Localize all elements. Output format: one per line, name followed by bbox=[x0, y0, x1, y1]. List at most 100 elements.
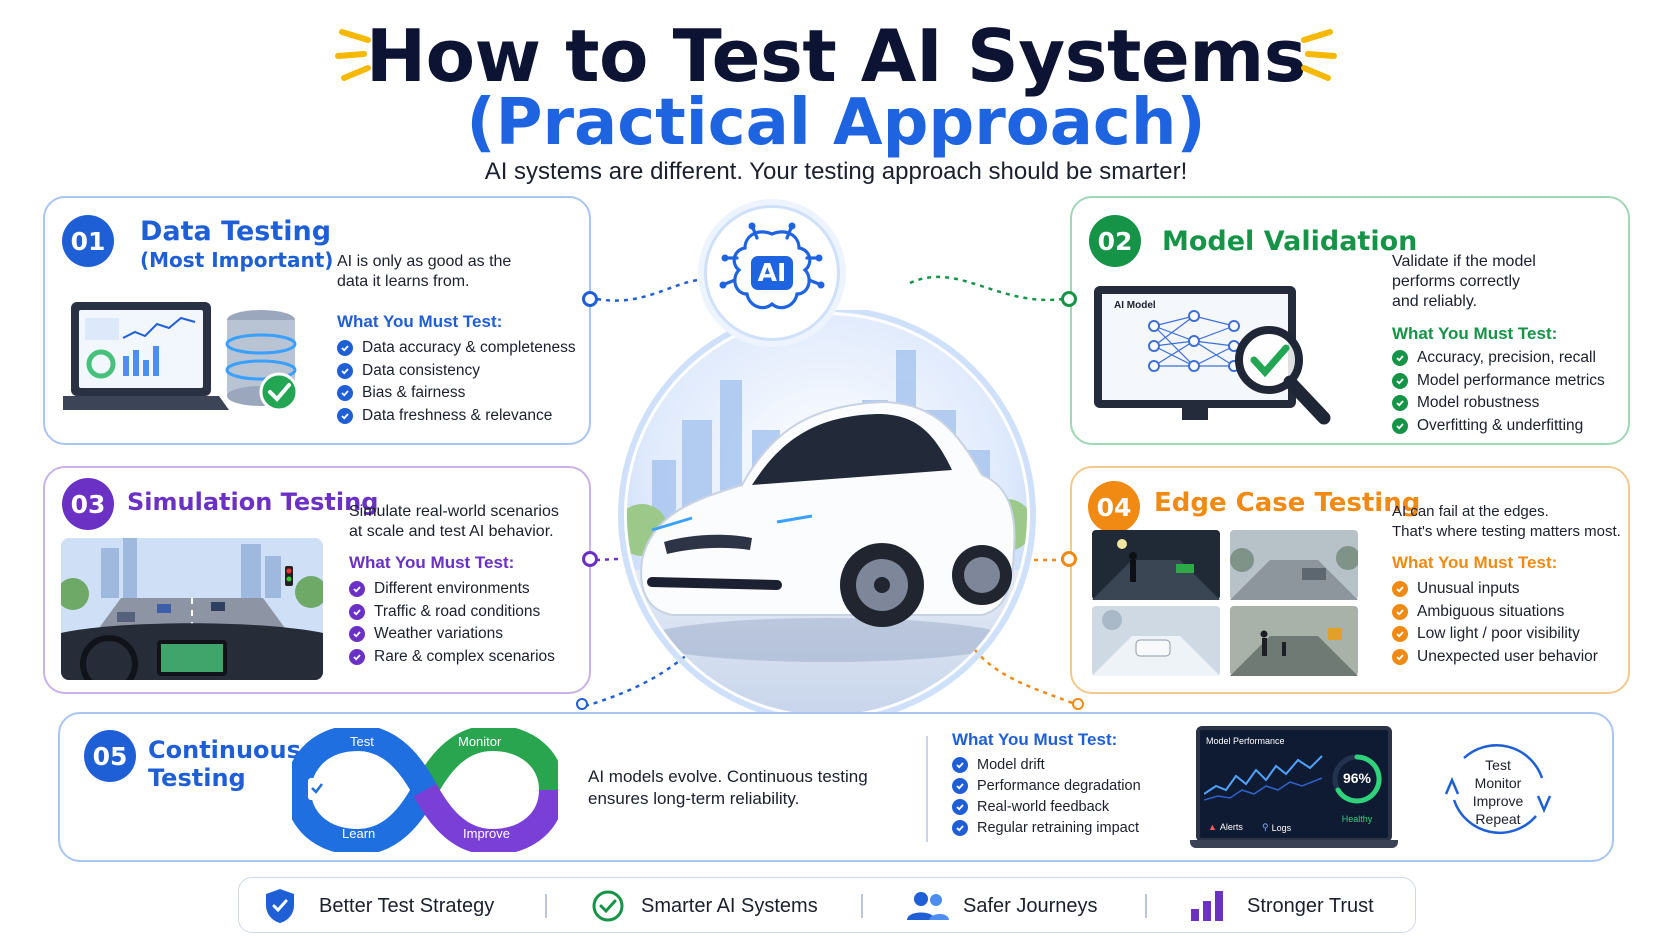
health-score: 96% bbox=[1342, 770, 1372, 786]
must-test-list: Accuracy, precision, recall Model perfor… bbox=[1392, 347, 1605, 437]
check-icon bbox=[1392, 581, 1408, 598]
shield-icon bbox=[266, 889, 294, 923]
list-item: Low light / poor visibility bbox=[1392, 623, 1598, 646]
page-title: How to Test AI Systems bbox=[365, 14, 1307, 98]
check-icon bbox=[952, 756, 968, 773]
list-item: Unexpected user behavior bbox=[1392, 646, 1598, 669]
card-title: Edge Case Testing bbox=[1154, 488, 1421, 518]
list-item: Unusual inputs bbox=[1392, 578, 1598, 601]
center-scene bbox=[612, 306, 1042, 724]
logs-icon: ⚲ bbox=[1262, 822, 1269, 832]
ai-badge-label: AI bbox=[757, 258, 787, 287]
must-test-heading: What You Must Test: bbox=[1392, 553, 1558, 572]
loop-label-test: Test bbox=[350, 734, 374, 749]
check-icon bbox=[1392, 372, 1408, 389]
check-icon bbox=[1392, 603, 1408, 620]
list-item: Data accuracy & completeness bbox=[337, 337, 576, 360]
card-model-validation: 02 Model Validation Validate if the mode… bbox=[1070, 196, 1630, 445]
list-item: Model robustness bbox=[1392, 392, 1605, 415]
check-icon bbox=[337, 362, 353, 379]
step-number: 03 bbox=[62, 478, 114, 530]
list-item: Different environments bbox=[349, 578, 555, 601]
step-number: 02 bbox=[1089, 215, 1141, 267]
check-icon bbox=[952, 819, 968, 836]
list-item: Data consistency bbox=[337, 360, 576, 383]
sparkle-right-icon bbox=[1301, 29, 1337, 81]
users-icon bbox=[907, 892, 949, 920]
list-item: Real-world feedback bbox=[952, 796, 1141, 817]
check-icon bbox=[1392, 417, 1408, 434]
card-title: Simulation Testing bbox=[127, 488, 379, 516]
check-icon bbox=[952, 777, 968, 794]
list-item: Traffic & road conditions bbox=[349, 601, 555, 624]
must-test-heading: What You Must Test: bbox=[349, 553, 515, 572]
list-item: Model drift bbox=[952, 754, 1141, 775]
must-test-list: Data accuracy & completeness Data consis… bbox=[337, 337, 576, 427]
cycle-arrows-icon bbox=[1444, 744, 1552, 835]
card-edge-case-testing: 04 Edge Case Testing AI can fail at the … bbox=[1070, 466, 1630, 694]
divider bbox=[545, 894, 547, 918]
connector-dot bbox=[1061, 291, 1077, 307]
loop-label-learn: Learn bbox=[342, 826, 376, 841]
connector-dot bbox=[576, 698, 588, 710]
check-icon bbox=[337, 407, 353, 424]
driving-simulation-image bbox=[61, 538, 323, 680]
divider bbox=[861, 894, 863, 918]
must-test-list: Different environments Traffic & road co… bbox=[349, 578, 555, 668]
list-item: Regular retraining impact bbox=[952, 817, 1141, 838]
card-data-testing: 01 Data Testing (Most Important) AI is o… bbox=[43, 196, 591, 445]
check-icon bbox=[337, 385, 353, 402]
card-title-line1: Continuous bbox=[148, 736, 301, 764]
check-icon bbox=[349, 626, 365, 643]
loop-label-monitor: Monitor bbox=[458, 734, 502, 749]
card-title: Data Testing bbox=[140, 216, 332, 247]
check-icon bbox=[952, 798, 968, 815]
edge-case-scenes bbox=[1092, 530, 1358, 676]
list-item: Performance degradation bbox=[952, 775, 1141, 796]
page-subtitle: AI systems are different. Your testing a… bbox=[484, 158, 1188, 185]
card-simulation-testing: 03 Simulation Testing Simulate real-worl… bbox=[43, 466, 591, 694]
bar-chart-icon bbox=[1191, 891, 1223, 921]
divider bbox=[926, 736, 928, 842]
model-performance-dashboard: Model Performance 96% Healthy ▲Alerts ⚲L… bbox=[1190, 726, 1398, 854]
fog-road-scene bbox=[1230, 530, 1358, 600]
benefit-item: Better Test Strategy bbox=[263, 878, 494, 934]
list-item: Overfitting & underfitting bbox=[1392, 415, 1605, 438]
must-test-heading: What You Must Test: bbox=[1392, 324, 1558, 343]
health-status: Healthy bbox=[1341, 814, 1373, 824]
must-test-list: Unusual inputs Ambiguous situations Low … bbox=[1392, 578, 1598, 668]
loop-label-improve: Improve bbox=[463, 826, 510, 841]
warning-icon: ▲ bbox=[1208, 822, 1217, 832]
rain-crossing-scene bbox=[1230, 606, 1358, 676]
alerts-link[interactable]: ▲Alerts bbox=[1208, 822, 1243, 832]
card-title-line2: Testing bbox=[148, 764, 246, 792]
step-number: 01 bbox=[62, 215, 114, 267]
list-item: Bias & fairness bbox=[337, 382, 576, 405]
connector-dot bbox=[1061, 551, 1077, 567]
check-icon bbox=[349, 648, 365, 665]
benefit-item: Smarter AI Systems bbox=[591, 878, 818, 934]
list-item: Ambiguous situations bbox=[1392, 601, 1598, 624]
page-title-accent: (Practical Approach) bbox=[466, 86, 1206, 160]
benefit-item: Safer Journeys bbox=[907, 878, 1098, 934]
ai-brain-badge: AI bbox=[704, 205, 840, 341]
divider bbox=[1145, 894, 1147, 918]
check-icon bbox=[1392, 350, 1408, 367]
health-gauge bbox=[1332, 754, 1382, 804]
check-circle-icon bbox=[592, 890, 624, 922]
model-monitor-illustration bbox=[1094, 286, 1331, 425]
logs-link[interactable]: ⚲Logs bbox=[1262, 822, 1292, 833]
brain-icon bbox=[719, 222, 825, 310]
check-icon bbox=[1392, 395, 1408, 412]
connector-dot bbox=[582, 551, 598, 567]
dashboard-title: Model Performance bbox=[1206, 736, 1285, 746]
check-icon bbox=[1392, 626, 1408, 643]
laptop-database-illustration bbox=[63, 302, 299, 412]
step-number: 04 bbox=[1088, 481, 1140, 533]
card-title: Model Validation bbox=[1162, 226, 1418, 257]
must-test-heading: What You Must Test: bbox=[952, 730, 1118, 749]
